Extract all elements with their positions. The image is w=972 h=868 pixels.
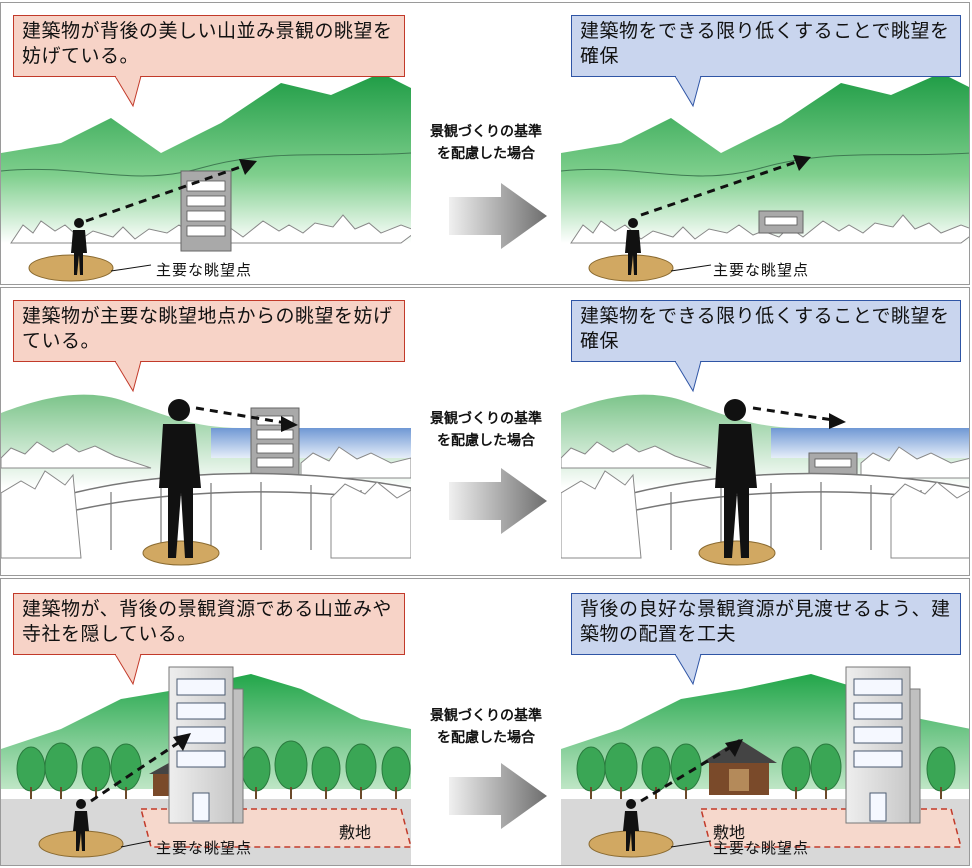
caption-after: 背後の良好な景観資源が見渡せるよう、建築物の配置を工夫	[571, 593, 961, 655]
before-scene	[1, 288, 411, 575]
transition-arrow	[449, 183, 547, 249]
caption-tail	[674, 76, 702, 108]
tall-building	[845, 666, 921, 824]
caption-tail	[114, 654, 142, 686]
condition-line2: を配慮した場合	[437, 146, 535, 162]
caption-after: 建築物をできる限り低くすることで眺望を確保	[571, 15, 961, 77]
row-2: 建築物が主要な眺望地点からの眺望を妨げている。	[0, 287, 970, 576]
caption-after: 建築物をできる限り低くすることで眺望を確保	[571, 300, 961, 362]
before-scene	[1, 3, 411, 284]
caption-tail	[114, 76, 142, 108]
transition-arrow	[449, 763, 547, 829]
condition-label: 景観づくりの基準 を配慮した場合	[411, 121, 561, 165]
viewpoint-label: 主要な眺望点	[156, 261, 253, 279]
temple	[701, 739, 777, 795]
site-label: 敷地	[713, 823, 746, 842]
condition-line1: 景観づくりの基準	[430, 124, 542, 140]
tall-building	[180, 170, 232, 252]
condition-label: 景観づくりの基準 を配慮した場合	[411, 705, 561, 749]
condition-line2: を配慮した場合	[437, 730, 535, 746]
condition-label: 景観づくりの基準 を配慮した場合	[411, 408, 561, 452]
after-scene	[561, 288, 969, 575]
person-silhouette	[715, 399, 757, 558]
before-scene	[1, 579, 411, 865]
viewpoint-label: 主要な眺望点	[713, 261, 810, 279]
low-building	[808, 452, 858, 476]
viewpoint-label: 主要な眺望点	[713, 839, 810, 857]
condition-line1: 景観づくりの基準	[430, 708, 542, 724]
tree-row	[16, 740, 411, 799]
after-scene	[561, 579, 969, 865]
caption-before: 建築物が背後の美しい山並み景観の眺望を妨げている。	[13, 15, 405, 77]
tall-building	[250, 407, 300, 481]
transition-arrow	[449, 468, 547, 534]
caption-tail	[114, 361, 142, 393]
person-silhouette	[623, 799, 639, 851]
caption-before: 建築物が、背後の景観資源である山並みや寺社を隠している。	[13, 593, 405, 655]
site-label: 敷地	[339, 823, 372, 842]
caption-tail	[674, 361, 702, 393]
viewpoint-label: 主要な眺望点	[156, 839, 253, 857]
person-silhouette	[73, 799, 89, 851]
after-scene	[561, 3, 969, 284]
person-silhouette	[159, 399, 201, 558]
caption-tail	[674, 654, 702, 686]
caption-before: 建築物が主要な眺望地点からの眺望を妨げている。	[13, 300, 405, 362]
low-building	[758, 210, 804, 234]
condition-line1: 景観づくりの基準	[430, 411, 542, 427]
person-silhouette	[625, 218, 641, 275]
row-3: 建築物が、背後の景観資源である山並みや寺社を隠している。	[0, 578, 970, 866]
condition-line2: を配慮した場合	[437, 433, 535, 449]
row-1: 建築物が背後の美しい山並み景観の眺望を妨げている。	[0, 2, 970, 285]
tree-row	[576, 742, 956, 799]
person-silhouette	[71, 218, 87, 275]
